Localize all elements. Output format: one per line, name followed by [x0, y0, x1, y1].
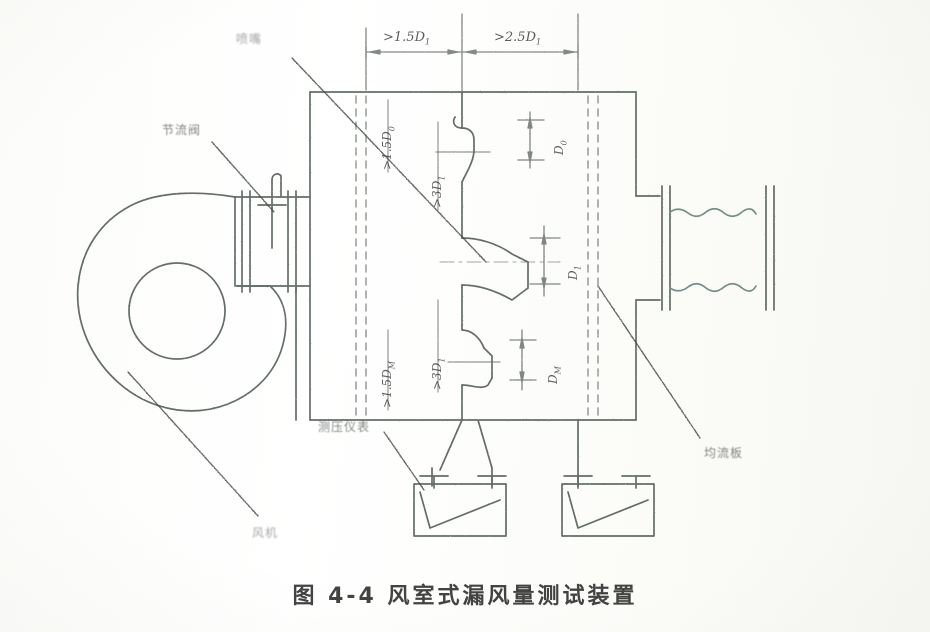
centerline-ticks	[435, 151, 501, 363]
leader-fan	[127, 371, 259, 517]
top-dimension-lines	[365, 13, 579, 93]
fan-impeller-hub	[128, 262, 226, 360]
throttle-damper[interactable]	[257, 173, 287, 249]
nozzle-diameter-dimensions	[509, 111, 561, 391]
pressure-tap-tubes	[431, 419, 579, 487]
manometer-left	[413, 475, 507, 537]
flexible-duct-connector	[661, 185, 775, 311]
flow-straightening-screens	[355, 95, 599, 419]
leader-nozzle	[291, 57, 487, 263]
manometer-right	[561, 475, 655, 537]
leader-straightener	[597, 285, 701, 439]
duct-flanges	[241, 190, 297, 293]
nozzle-top	[452, 116, 475, 183]
leader-manometer	[383, 431, 425, 491]
leader-throttle	[211, 141, 275, 213]
left-vertical-dimensions	[387, 99, 439, 411]
nozzle-middle	[461, 237, 529, 301]
centrifugal-fan	[76, 192, 287, 412]
test-chamber	[309, 91, 661, 421]
nozzle-bottom	[461, 329, 493, 389]
